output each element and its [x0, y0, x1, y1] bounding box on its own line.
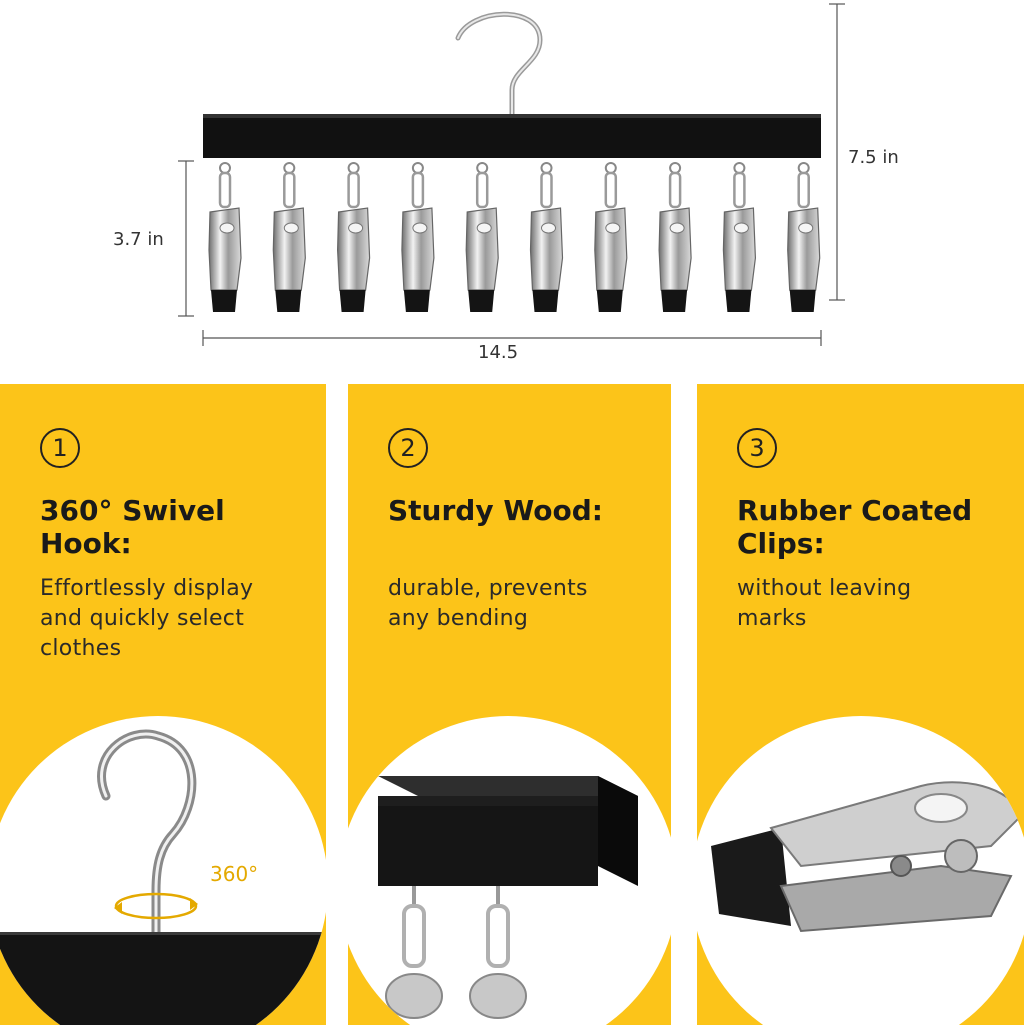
description-line: without leaving: [737, 576, 912, 601]
height-total-label: 7.5 in: [848, 147, 899, 168]
clip: [722, 162, 757, 312]
clip: [208, 162, 242, 312]
width-label: 14.5: [478, 342, 519, 363]
feature-number-badge: 1: [40, 428, 80, 468]
feature-title-line: Clips:: [737, 527, 825, 560]
clip-closeup: [697, 716, 1024, 1025]
description-line: clothes: [40, 636, 122, 661]
wood-bar-closeup: [348, 716, 671, 1025]
feature-description: without leaving marks: [737, 574, 1004, 634]
feature-description: Effortlessly display and quickly select …: [40, 574, 306, 664]
feature-title: Rubber Coated Clips:: [737, 494, 1020, 560]
feature-title: 360° Swivel Hook:: [40, 494, 306, 560]
description-line: Effortlessly display: [40, 576, 254, 601]
hanger-product-image: 7.5 in 3.7 in 14.5: [0, 0, 1024, 370]
feature-title: Sturdy Wood:: [388, 494, 651, 527]
hanger-illustration: [178, 3, 845, 346]
feature-panel-swivel-hook: 1 360° Swivel Hook: Effortlessly display…: [0, 384, 326, 1025]
feature-description: durable, prevents any bending: [388, 574, 651, 634]
clip: [787, 162, 821, 312]
feature-title-line: Sturdy Wood:: [388, 494, 603, 527]
feature-panel-rubber-clips: 3 Rubber Coated Clips: without leaving m…: [697, 384, 1024, 1025]
clip: [529, 162, 564, 312]
feature-title-line: Hook:: [40, 527, 132, 560]
description-line: durable, prevents: [388, 576, 588, 601]
description-line: any bending: [388, 606, 529, 631]
clip: [401, 162, 435, 312]
feature-number-badge: 2: [388, 428, 428, 468]
clip: [658, 162, 692, 312]
clip: [336, 162, 371, 312]
height-clips-label: 3.7 in: [113, 229, 164, 250]
feature-title-line: 360° Swivel: [40, 494, 225, 527]
feature-title-line: Rubber Coated: [737, 494, 973, 527]
description-line: and quickly select: [40, 606, 245, 631]
wood-bar: [203, 114, 821, 158]
clip: [594, 162, 628, 312]
clip: [272, 162, 306, 312]
swivel-hook-closeup: 360°: [0, 716, 326, 1025]
rotation-label: 360°: [210, 862, 259, 886]
feature-number-badge: 3: [737, 428, 777, 468]
feature-panel-sturdy-wood: 2 Sturdy Wood: durable, prevents any ben…: [348, 384, 671, 1025]
clip: [465, 162, 499, 312]
description-line: marks: [737, 606, 807, 631]
